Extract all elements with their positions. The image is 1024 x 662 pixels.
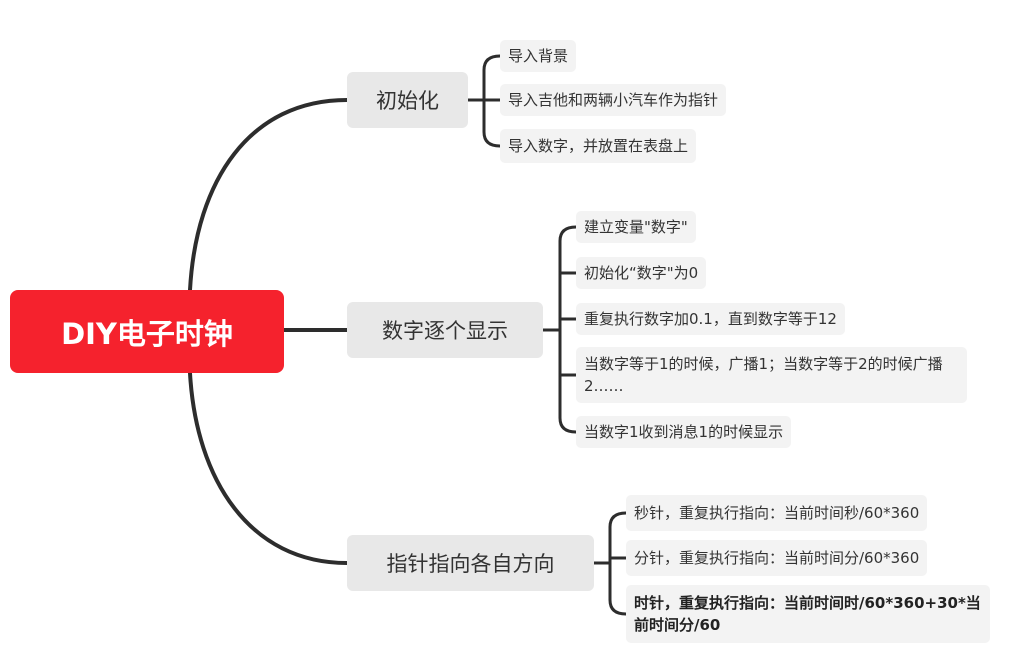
leaf-init-1[interactable]: 导入背景: [500, 40, 577, 72]
root-node[interactable]: DIY电子时钟: [10, 290, 284, 373]
leaf-number-4[interactable]: 当数字等于1的时候，广播1；当数字等于2的时候广播2……: [576, 347, 967, 403]
leaf-number-2[interactable]: 初始化“数字"为0: [576, 257, 707, 289]
leaf-number-1[interactable]: 建立变量"数字": [576, 211, 696, 243]
bracket-branch-2: [541, 225, 578, 434]
leaf-number-5[interactable]: 当数字1收到消息1的时候显示: [576, 416, 792, 448]
leaf-minute-hand[interactable]: 分针，重复执行指向：当前时间分/60*360: [626, 540, 928, 576]
leaf-second-hand[interactable]: 秒针，重复执行指向：当前时间秒/60*360: [626, 495, 928, 531]
branch-init[interactable]: 初始化: [347, 72, 468, 128]
bracket-branch-3: [592, 511, 628, 616]
connector-root-branch-1: [188, 98, 349, 292]
leaf-init-3[interactable]: 导入数字，并放置在表盘上: [500, 129, 697, 163]
leaf-hour-hand[interactable]: 时针，重复执行指向：当前时间时/60*360+30*当前时间分/60: [626, 585, 990, 643]
connector-root-branch-3: [188, 371, 349, 565]
leaf-number-3[interactable]: 重复执行数字加0.1，直到数字等于12: [576, 303, 845, 335]
bracket-branch-1: [466, 54, 502, 148]
leaf-init-2[interactable]: 导入吉他和两辆小汽车作为指针: [500, 84, 727, 116]
branch-hands-direction[interactable]: 指针指向各自方向: [347, 535, 594, 591]
branch-number-display[interactable]: 数字逐个显示: [347, 302, 543, 358]
